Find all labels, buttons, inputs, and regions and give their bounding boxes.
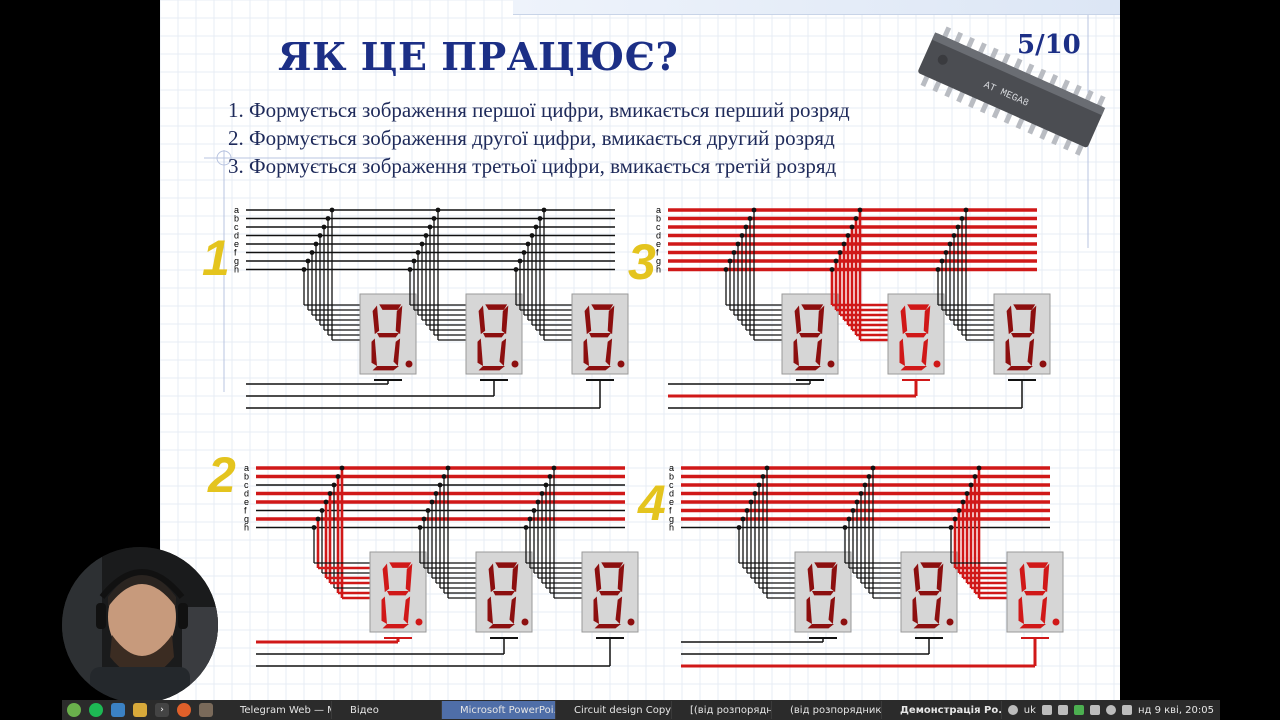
svg-text:e: e [244,497,249,507]
update-shield-icon[interactable] [1073,705,1084,715]
svg-text:h: h [234,265,239,275]
folder-icon[interactable] [133,703,147,717]
window-icon [776,705,786,715]
svg-text:c: c [244,480,249,490]
svg-text:h: h [656,265,661,275]
slide-title: ЯК ЦЕ ПРАЦЮЄ? [278,34,679,79]
decorative-header-band [513,0,1120,15]
keyboard-layout-indicator[interactable]: uk [1023,704,1036,716]
terminal-icon[interactable]: › [155,703,169,717]
taskbar-window[interactable]: (від розпорядника) [772,701,882,719]
svg-text:g: g [669,514,674,524]
svg-text:b: b [656,214,661,224]
window-icon [676,705,686,715]
browser-icon [446,705,456,715]
svg-text:e: e [656,239,661,249]
taskbar-window[interactable]: Демонстрація Ро... [882,701,1002,719]
browser-icon[interactable] [177,703,191,717]
system-tray: uk нд 9 кві, 20:05 [1007,704,1220,716]
app-launcher-icon[interactable] [199,703,213,717]
taskbar-window[interactable]: [(від розпорядника)] [672,701,772,719]
spotify-icon[interactable] [89,703,103,717]
svg-text:h: h [669,523,674,533]
svg-text:d: d [669,489,674,499]
folder-icon [336,705,346,715]
taskbar-window[interactable]: Telegram Web — M... [222,701,332,719]
start-menu-icon[interactable] [67,703,81,717]
window-list: Telegram Web — M... Відео Microsoft Powe… [222,701,1002,719]
browser-icon [560,705,570,715]
svg-text:f: f [669,506,672,516]
webcam-overlay [62,547,218,703]
taskbar-window-active[interactable]: Microsoft PowerPoi... [442,701,556,719]
svg-text:c: c [234,222,239,232]
svg-text:h: h [244,523,249,533]
clock[interactable]: нд 9 кві, 20:05 [1137,704,1214,716]
step-item: 1. Формується зображення першої цифри, в… [228,98,850,122]
window-icon [886,705,896,715]
panel-number-3: 3 [628,234,656,290]
volume-icon[interactable] [1121,705,1132,715]
svg-text:e: e [234,239,239,249]
svg-text:d: d [234,231,239,241]
svg-text:f: f [234,248,237,258]
step-item: 2. Формується зображення другої цифри, в… [228,126,835,150]
slide-canvas: ЯК ЦЕ ПРАЦЮЄ? AT MEGA8 5/10 1. Формуєтьс… [160,0,1120,703]
bluetooth-icon[interactable] [1007,705,1018,715]
clipboard-icon[interactable] [1041,705,1052,715]
svg-text:g: g [656,256,661,266]
microcontroller-chip-image: AT MEGA8 [918,26,1106,156]
svg-text:b: b [669,472,674,482]
svg-text:c: c [669,480,674,490]
svg-text:e: e [669,497,674,507]
svg-text:b: b [234,214,239,224]
slide-counter: 5/10 [1017,30,1081,60]
microphone-icon[interactable] [1105,705,1116,715]
panel-number-2: 2 [208,447,236,503]
panel-number-4: 4 [638,475,666,531]
file-manager-icon[interactable] [111,703,125,717]
svg-text:a: a [244,463,249,473]
wifi-icon[interactable] [1089,705,1100,715]
svg-text:f: f [244,506,247,516]
svg-text:c: c [656,222,661,232]
battery-icon[interactable] [1057,705,1068,715]
taskbar: › Telegram Web — M... Відео Microsoft Po… [62,700,1220,720]
svg-text:a: a [234,205,239,215]
taskbar-window[interactable]: Circuit design Copy ... [556,701,672,719]
svg-text:g: g [234,256,239,266]
svg-text:d: d [244,489,249,499]
svg-text:a: a [656,205,661,215]
svg-text:b: b [244,472,249,482]
svg-text:g: g [244,514,249,524]
taskbar-window[interactable]: Відео [332,701,442,719]
svg-text:a: a [669,463,674,473]
panel-number-1: 1 [202,230,230,286]
steps-list: 1. Формується зображення першої цифри, в… [228,96,850,180]
svg-text:d: d [656,231,661,241]
svg-text:f: f [656,248,659,258]
browser-icon [226,705,236,715]
step-item: 3. Формується зображення третьої цифри, … [228,154,837,178]
